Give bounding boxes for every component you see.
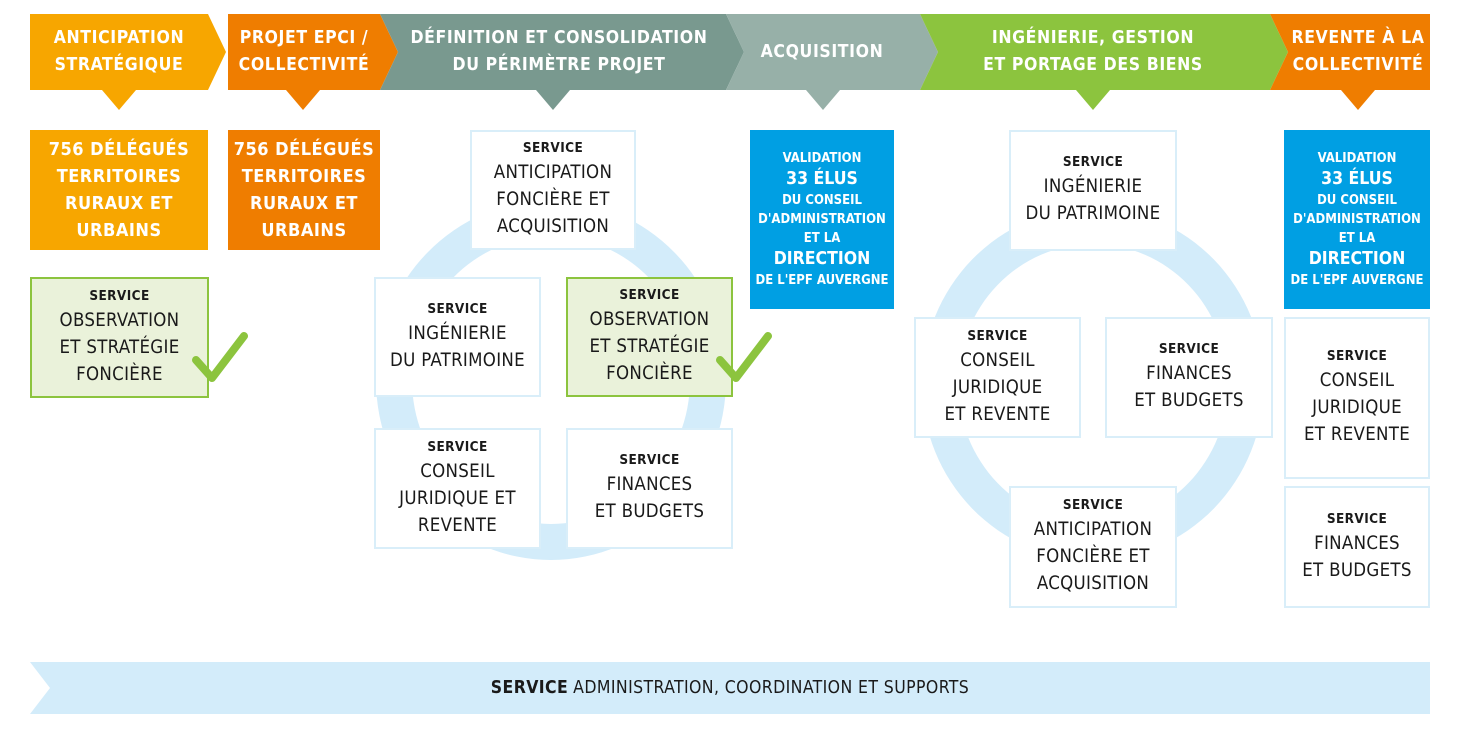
pointer-acquisition <box>806 90 840 110</box>
footer-band-shape <box>30 662 1430 714</box>
service-label: SERVICE <box>1062 154 1124 170</box>
validation-line3: DU CONSEIL <box>1317 193 1397 208</box>
footer-administration-band: SERVICE ADMINISTRATION, COORDINATION ET … <box>30 662 1430 714</box>
service-conseil-box-2: SERVICE CONSEIL JURIDIQUE ET REVENTE <box>914 317 1081 438</box>
validation-line4: D'ADMINISTRATION <box>758 212 886 227</box>
pointer-projet <box>286 90 320 110</box>
pointer-definition <box>536 90 570 110</box>
validation-line7: DE L'EPF AUVERGNE <box>755 273 889 288</box>
stage-ingenierie-gestion: INGÉNIERIE, GESTION ET PORTAGE DES BIENS <box>983 28 1203 75</box>
validation-line4: D'ADMINISTRATION <box>1293 212 1421 227</box>
process-chevron-band <box>30 14 1430 110</box>
service-name: CONSEIL JURIDIQUE ET REVENTE <box>1303 370 1411 445</box>
validation-line2: 33 ÉLUS <box>786 169 858 189</box>
delegates-box-1: 756 DÉLÉGUÉS TERRITOIRES RURAUX ET URBAI… <box>30 130 208 250</box>
service-label: SERVICE <box>427 300 488 317</box>
service-name: OBSERVATION ET STRATÉGIE FONCIÈRE <box>589 309 710 384</box>
validation-line3: DU CONSEIL <box>782 193 862 208</box>
service-anticipation-box-2: SERVICE ANTICIPATION FONCIÈRE ET ACQUISI… <box>1009 486 1177 608</box>
pointer-ingenierie <box>1076 90 1110 110</box>
service-ingenierie-box-2: SERVICE INGÉNIERIE DU PATRIMOINE <box>1009 130 1177 251</box>
service-name: OBSERVATION ET STRATÉGIE FONCIÈRE <box>59 309 180 385</box>
service-ingenierie-box-1: SERVICE INGÉNIERIE DU PATRIMOINE <box>374 277 541 397</box>
footer-service-label: SERVICE <box>490 678 569 698</box>
service-conseil-box-1: SERVICE CONSEIL JURIDIQUE ET REVENTE <box>374 428 541 549</box>
service-finances-box-2: SERVICE FINANCES ET BUDGETS <box>1105 317 1273 438</box>
service-name: CONSEIL JURIDIQUE ET REVENTE <box>944 349 1051 425</box>
validation-line1: VALIDATION <box>1317 151 1397 166</box>
service-name: FINANCES ET BUDGETS <box>1302 532 1412 581</box>
stage-definition-perimetre: DÉFINITION ET CONSOLIDATION DU PÉRIMÈTRE… <box>410 28 708 75</box>
service-observation-box-2: SERVICE OBSERVATION ET STRATÉGIE FONCIÈR… <box>566 277 733 397</box>
service-name: INGÉNIERIE DU PATRIMOINE <box>1025 176 1161 224</box>
service-name: CONSEIL JURIDIQUE ET REVENTE <box>399 460 516 536</box>
pointer-revente <box>1341 90 1375 110</box>
chevron-acquisition-shape <box>726 14 938 90</box>
service-label: SERVICE <box>1326 348 1388 364</box>
validation-line7: DE L'EPF AUVERGNE <box>1290 273 1424 288</box>
stage-projet-epci: PROJET EPCI / COLLECTIVITÉ <box>238 28 370 75</box>
service-name: FINANCES ET BUDGETS <box>1134 363 1244 411</box>
validation-line5: ET LA <box>1338 231 1376 246</box>
validation-line6: DIRECTION <box>773 249 871 269</box>
service-label: SERVICE <box>619 452 680 468</box>
service-label: SERVICE <box>1158 341 1220 357</box>
validation-line2: 33 ÉLUS <box>1321 169 1393 189</box>
service-label: SERVICE <box>427 438 488 455</box>
chevron-ingenierie-shape <box>920 14 1288 90</box>
service-label: SERVICE <box>522 140 584 156</box>
stage-acquisition: ACQUISITION <box>760 41 884 62</box>
validation-box-1: VALIDATION 33 ÉLUS DU CONSEIL D'ADMINIST… <box>750 130 894 309</box>
stage-anticipation-strategique: ANTICIPATION STRATÉGIQUE <box>53 28 185 75</box>
footer-service-name: ADMINISTRATION, COORDINATION ET SUPPORTS <box>573 678 970 698</box>
validation-box-2: VALIDATION 33 ÉLUS DU CONSEIL D'ADMINIST… <box>1284 130 1430 309</box>
service-label: SERVICE <box>1326 510 1388 527</box>
service-name: FINANCES ET BUDGETS <box>594 474 705 522</box>
validation-line6: DIRECTION <box>1308 249 1406 269</box>
service-name: INGÉNIERIE DU PATRIMOINE <box>390 322 525 371</box>
service-finances-box-3: SERVICE FINANCES ET BUDGETS <box>1284 486 1430 608</box>
chevron-anticipation-shape <box>30 14 226 90</box>
service-finances-box-1: SERVICE FINANCES ET BUDGETS <box>566 428 733 549</box>
service-conseil-box-3: SERVICE CONSEIL JURIDIQUE ET REVENTE <box>1284 317 1430 479</box>
chevron-revente-shape <box>1270 14 1430 90</box>
service-label: SERVICE <box>619 287 680 303</box>
pointer-anticipation <box>102 90 136 110</box>
service-name: ANTICIPATION FONCIÈRE ET ACQUISITION <box>1033 519 1153 594</box>
service-observation-box-1: SERVICE OBSERVATION ET STRATÉGIE FONCIÈR… <box>30 277 209 398</box>
stage-revente: REVENTE À LA COLLECTIVITÉ <box>1291 28 1425 75</box>
service-name: ANTICIPATION FONCIÈRE ET ACQUISITION <box>493 162 613 237</box>
chevron-projet-shape <box>228 14 398 90</box>
check-icon <box>716 332 772 382</box>
service-label: SERVICE <box>967 327 1028 344</box>
check-icon <box>192 332 248 382</box>
chevron-definition-shape <box>380 14 744 90</box>
service-label: SERVICE <box>89 287 150 304</box>
service-anticipation-box-1: SERVICE ANTICIPATION FONCIÈRE ET ACQUISI… <box>470 130 636 250</box>
validation-line5: ET LA <box>803 231 841 246</box>
validation-line1: VALIDATION <box>782 151 862 166</box>
delegates-box-2: 756 DÉLÉGUÉS TERRITOIRES RURAUX ET URBAI… <box>228 130 380 250</box>
service-label: SERVICE <box>1062 497 1124 513</box>
